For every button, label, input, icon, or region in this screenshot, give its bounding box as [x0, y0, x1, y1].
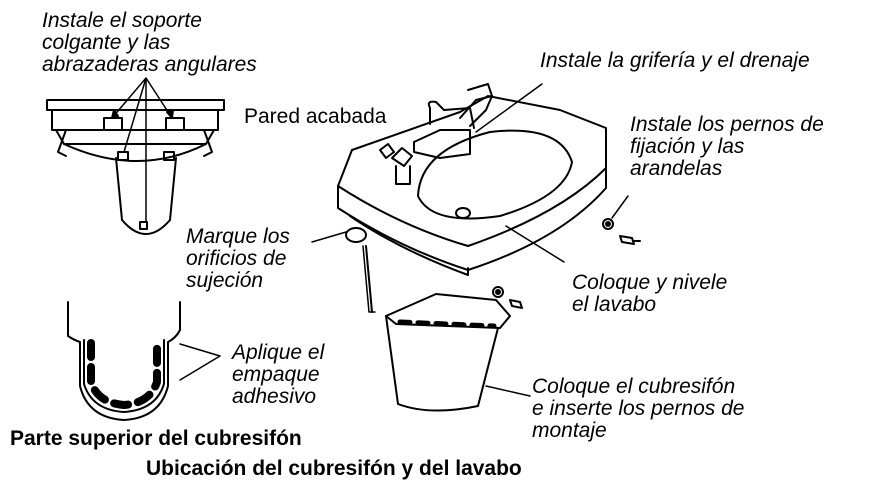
label-line: Marque los — [186, 225, 290, 248]
pedestal-illustration — [385, 293, 511, 412]
pedestal-top-view — [67, 301, 181, 421]
label-line: abrazaderas angulares — [42, 53, 257, 76]
bracket-pedestal-view — [46, 77, 225, 235]
label-line: colgante y las — [42, 31, 171, 54]
bolts-washers — [492, 218, 641, 309]
leader-lines — [179, 83, 629, 397]
label-place-pedestal: Coloque el cubresifón e inserte los pern… — [532, 376, 744, 442]
label-line: Coloque y nivele — [572, 271, 728, 294]
label-line: fijación y las — [630, 135, 745, 158]
label-apply-adhesive: Aplique el empaque adhesivo — [232, 342, 324, 408]
label-line: Instale los pernos de — [630, 113, 824, 136]
label-line: arandelas — [630, 157, 723, 180]
label-line: sujeción — [186, 269, 264, 292]
label-line: Parte superior del cubresifón — [10, 427, 302, 450]
sink-illustration — [337, 83, 607, 313]
label-install-bolts-washers: Instale los pernos de fijación y las ara… — [630, 114, 824, 180]
label-level-sink: Coloque y nivele el lavabo — [572, 272, 727, 316]
diagram-title: Ubicación del cubresifón y del lavabo — [146, 458, 522, 480]
label-line: e inserte los pernos de — [532, 397, 745, 420]
label-line: adhesivo — [232, 385, 317, 408]
label-line: Instale el soporte — [42, 9, 202, 32]
label-line: Aplique el — [232, 341, 325, 364]
label-line: el lavabo — [572, 293, 657, 316]
label-line: Pared acabada — [244, 105, 387, 128]
label-finished-wall: Pared acabada — [244, 106, 386, 128]
label-line: orificios de — [186, 247, 287, 270]
label-line: Instale la grifería y el drenaje — [540, 49, 810, 72]
label-install-bracket: Instale el soporte colgante y las abraza… — [42, 10, 257, 76]
label-mark-holes: Marque los orificios de sujeción — [186, 226, 290, 292]
label-line: empaque — [232, 363, 320, 386]
pedestal-top-caption: Parte superior del cubresifón — [10, 428, 302, 450]
label-install-faucet-drain: Instale la grifería y el drenaje — [540, 50, 810, 72]
label-line: Coloque el cubresifón — [532, 375, 736, 398]
label-line: Ubicación del cubresifón y del lavabo — [146, 457, 522, 480]
label-line: montaje — [532, 419, 607, 442]
